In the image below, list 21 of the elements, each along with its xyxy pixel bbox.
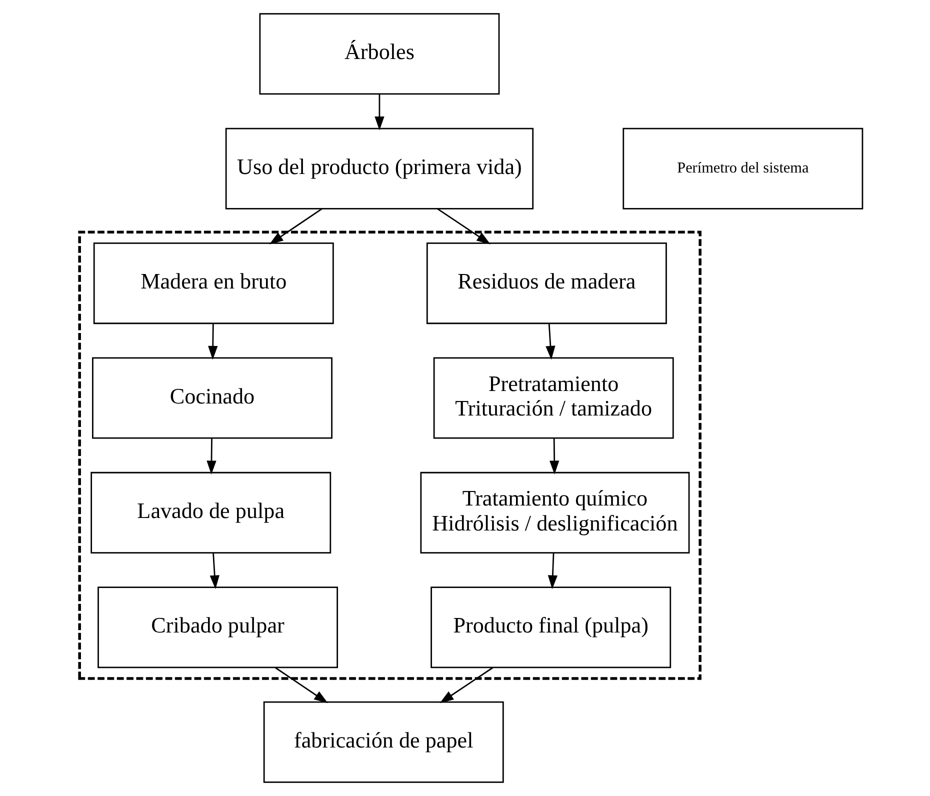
- arrow: [436, 208, 490, 244]
- arrow: [374, 94, 384, 130]
- node-box: Pretratamiento Trituración / tamizado: [432, 357, 674, 439]
- arrow: [209, 553, 219, 590]
- node-box: Cocinado: [92, 357, 332, 439]
- arrow: [206, 438, 216, 474]
- node-box: Residuos de madera: [426, 242, 666, 324]
- arrow: [268, 208, 322, 244]
- node-box: fabricación de papel: [262, 701, 504, 783]
- node-box: Perímetro del sistema: [622, 128, 863, 210]
- arrow: [549, 438, 559, 474]
- node-box: Producto final (pulpa): [430, 586, 671, 668]
- node-box: Lavado de pulpa: [90, 472, 331, 554]
- arrow: [547, 553, 558, 590]
- node-box: Madera en bruto: [92, 242, 334, 324]
- node-box: Árboles: [258, 13, 500, 95]
- node-box: Uso del producto (primera vida): [224, 128, 534, 210]
- arrow: [545, 324, 555, 360]
- node-box: Cribado pulpar: [97, 586, 338, 668]
- node-box: Tratamiento químico Hidrólisis / deslignificación: [420, 472, 690, 554]
- arrow: [208, 324, 218, 360]
